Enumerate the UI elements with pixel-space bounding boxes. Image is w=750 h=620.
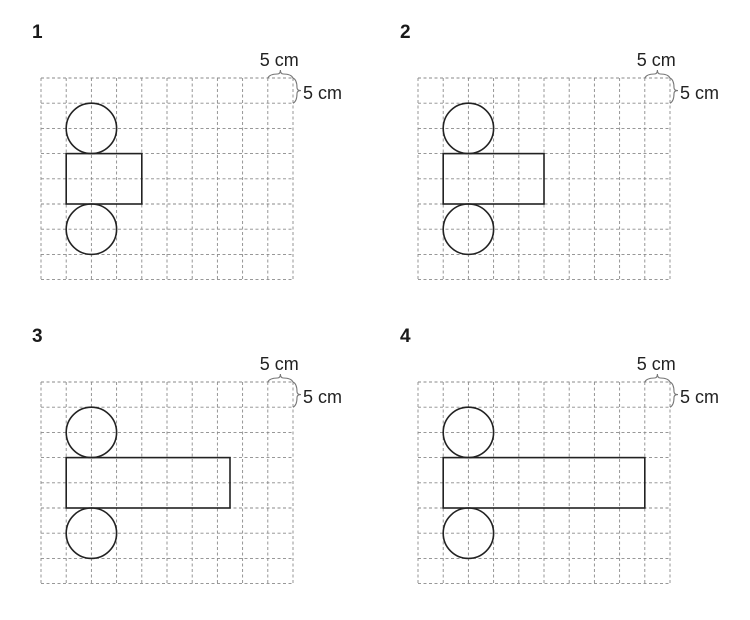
- horizontal-scale-brace: [267, 373, 294, 383]
- grid-paper: [417, 381, 671, 585]
- option-number: 3: [32, 326, 43, 347]
- scale-label-height: 5 cm: [680, 387, 719, 407]
- bottom-circle-base: [442, 507, 495, 560]
- bottom-circle-base: [442, 203, 495, 256]
- option-number: 2: [400, 22, 411, 43]
- lateral-rectangle: [65, 456, 231, 509]
- horizontal-scale-brace: [644, 373, 671, 383]
- horizontal-scale-brace: [267, 69, 294, 79]
- vertical-scale-brace: [292, 381, 302, 408]
- option-number: 4: [400, 326, 411, 347]
- scale-label-height: 5 cm: [303, 83, 342, 103]
- scale-label-height: 5 cm: [303, 387, 342, 407]
- horizontal-scale-brace: [644, 69, 671, 79]
- option-1-panel[interactable]: 1 5 cm5 cm: [32, 22, 342, 281]
- option-number: 1: [32, 22, 43, 43]
- grid-paper: [417, 77, 671, 281]
- scale-label-width: 5 cm: [260, 354, 299, 374]
- vertical-scale-brace: [669, 381, 679, 408]
- lateral-rectangle: [442, 456, 646, 509]
- grid-paper: [40, 381, 294, 585]
- bottom-circle-base: [65, 507, 118, 560]
- option-4-panel[interactable]: 4 5 cm5 cm: [400, 326, 719, 585]
- scale-label-width: 5 cm: [637, 354, 676, 374]
- option-3-panel[interactable]: 3 5 cm5 cm: [32, 326, 342, 585]
- scale-label-width: 5 cm: [637, 50, 676, 70]
- scale-label-height: 5 cm: [680, 83, 719, 103]
- vertical-scale-brace: [292, 77, 302, 104]
- vertical-scale-brace: [669, 77, 679, 104]
- bottom-circle-base: [65, 203, 118, 256]
- scale-label-width: 5 cm: [260, 50, 299, 70]
- grid-paper: [40, 77, 294, 281]
- option-2-panel[interactable]: 2 5 cm5 cm: [400, 22, 719, 281]
- lateral-rectangle: [442, 152, 545, 205]
- lateral-rectangle: [65, 152, 143, 205]
